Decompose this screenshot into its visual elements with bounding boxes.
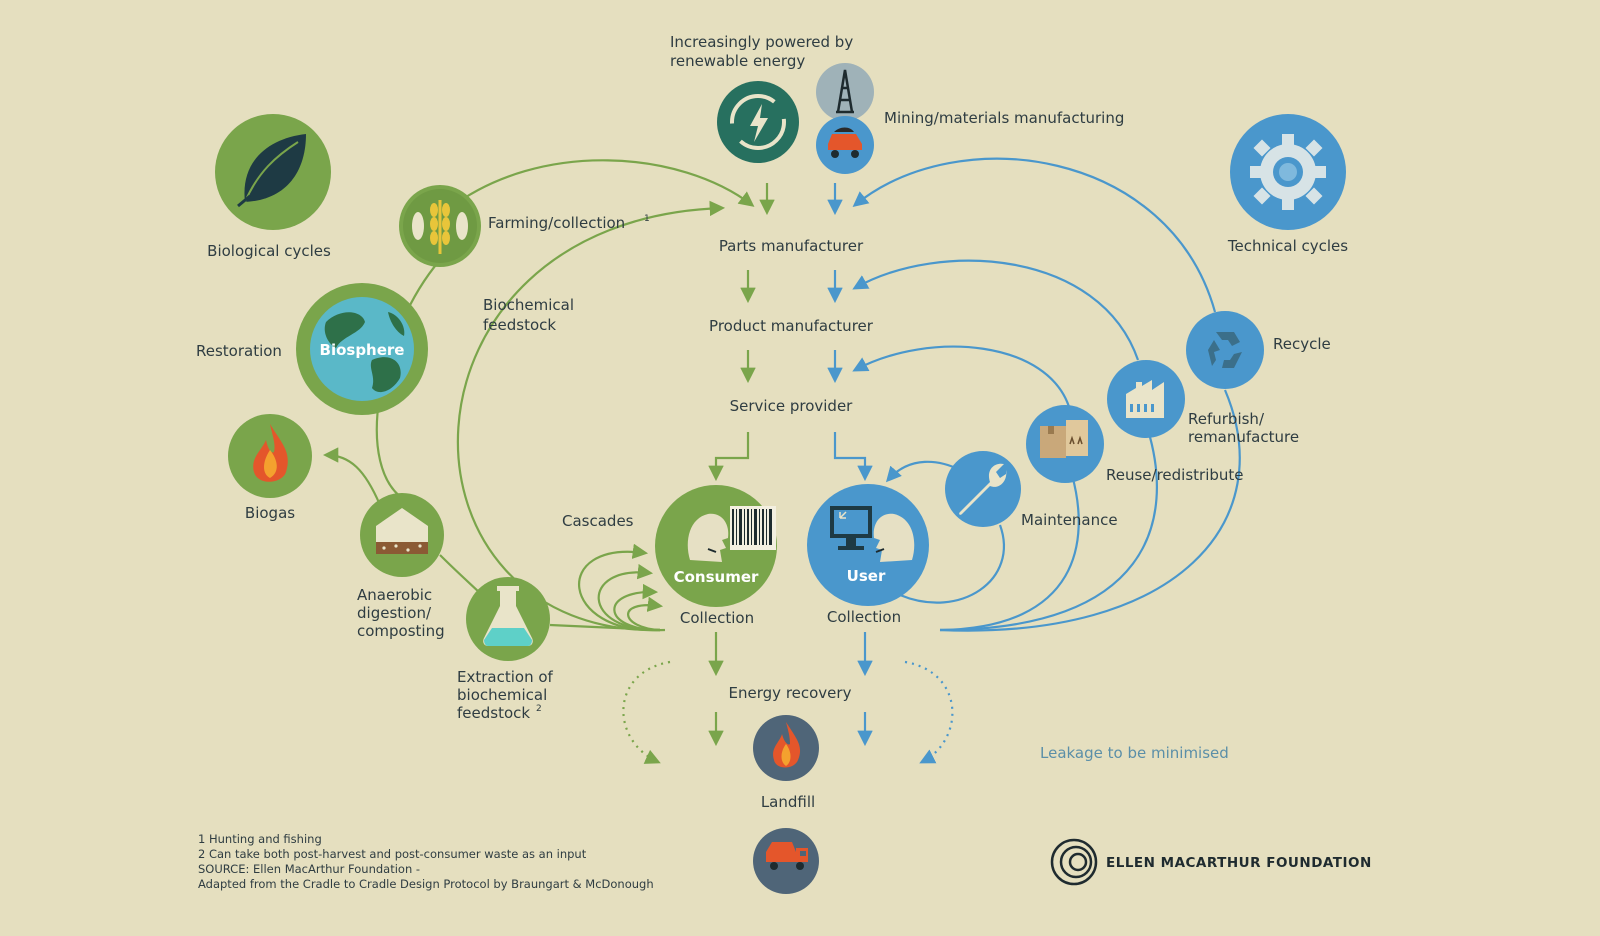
energy-recovery-flame-icon	[753, 715, 819, 781]
consumer-icon	[655, 485, 777, 607]
leaf-icon	[215, 114, 331, 230]
service-provider-label: Service provider	[730, 397, 854, 415]
extraction-label-line2: biochemical	[457, 686, 547, 704]
farming-label: Farming/collection	[488, 214, 625, 232]
extraction-label-line1: Extraction of	[457, 668, 554, 686]
biosphere-globe-icon	[296, 283, 428, 415]
source-line-2: Adapted from the Cradle to Cradle Design…	[198, 877, 654, 891]
collection-left-label: Collection	[680, 609, 754, 627]
biosphere-label: Biosphere	[320, 341, 405, 359]
renewable-energy-icon	[717, 81, 799, 163]
user-label: User	[847, 567, 886, 585]
biogas-flame-icon	[228, 414, 312, 498]
extraction-label-line3: feedstock	[457, 704, 530, 722]
product-manufacturer-label: Product manufacturer	[709, 317, 874, 335]
biochemical-label-line2: feedstock	[483, 316, 556, 334]
landfill-truck-icon	[753, 828, 819, 894]
anaerobic-label-line3: composting	[357, 622, 445, 640]
flask-icon	[466, 577, 550, 661]
leakage-label: Leakage to be minimised	[1040, 744, 1229, 762]
compost-icon	[360, 493, 444, 577]
recycle-label: Recycle	[1273, 335, 1331, 353]
footnote-1: 1 Hunting and fishing	[198, 832, 322, 846]
oil-derrick-icon	[816, 63, 874, 121]
cascades-label: Cascades	[562, 512, 634, 530]
restoration-label: Restoration	[196, 342, 282, 360]
technical-flows	[827, 157, 1241, 764]
biological-flows	[322, 159, 775, 764]
recycle-icon	[1186, 311, 1264, 389]
parts-manufacturer-label: Parts manufacturer	[719, 237, 864, 255]
mining-label: Mining/materials manufacturing	[884, 109, 1124, 127]
user-icon	[807, 484, 929, 606]
mining-truck-icon	[816, 116, 874, 174]
farming-footnote-mark: 1	[644, 214, 650, 224]
gear-icon	[1230, 114, 1346, 230]
wrench-icon	[945, 451, 1021, 527]
biogas-label: Biogas	[245, 504, 295, 522]
source-line-1: SOURCE: Ellen MacArthur Foundation -	[198, 862, 420, 876]
anaerobic-label-line1: Anaerobic	[357, 586, 432, 604]
maintenance-label: Maintenance	[1021, 511, 1118, 529]
refurbish-label-line1: Refurbish/	[1188, 410, 1265, 428]
ellen-macarthur-logo-icon	[1050, 838, 1098, 886]
renewable-label-line1: Increasingly powered by	[670, 33, 853, 51]
landfill-label: Landfill	[761, 793, 815, 811]
extraction-footnote-mark: 2	[536, 704, 542, 714]
reuse-label: Reuse/redistribute	[1106, 466, 1244, 484]
biological-cycles-title: Biological cycles	[207, 242, 331, 260]
refurbish-label-line2: remanufacture	[1188, 428, 1299, 446]
collection-right-label: Collection	[827, 608, 901, 626]
renewable-label-line2: renewable energy	[670, 52, 805, 70]
logo-text: ELLEN MACARTHUR FOUNDATION	[1106, 855, 1372, 871]
farming-icon	[399, 185, 481, 267]
boxes-icon	[1026, 405, 1104, 483]
technical-cycles-title: Technical cycles	[1227, 237, 1348, 255]
footnote-2: 2 Can take both post-harvest and post-co…	[198, 847, 587, 861]
biochemical-label-line1: Biochemical	[483, 296, 574, 314]
anaerobic-label-line2: digestion/	[357, 604, 432, 622]
consumer-label: Consumer	[674, 568, 759, 586]
energy-recovery-label: Energy recovery	[729, 684, 852, 702]
factory-icon	[1107, 360, 1185, 438]
